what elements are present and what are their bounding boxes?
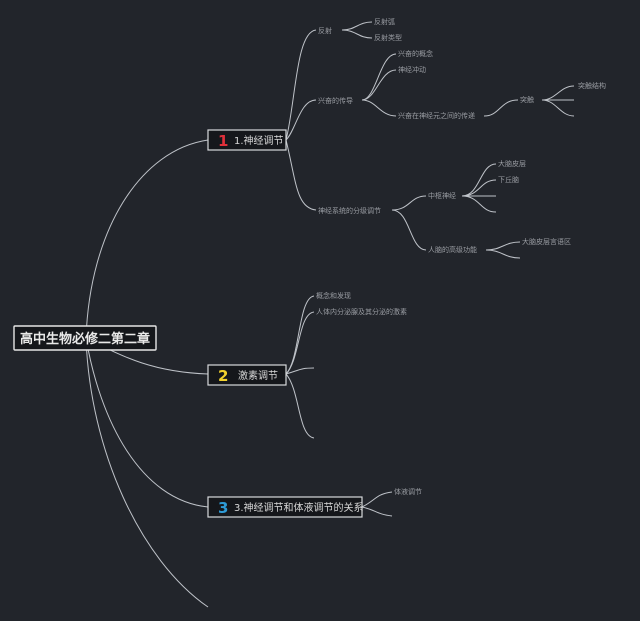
branch-label-1: 1.神经调节	[234, 134, 284, 147]
node-transmission-between-neurons[interactable]: 兴奋在神经元之间的传递	[398, 111, 475, 120]
node-excitation-concept[interactable]: 兴奋的概念	[398, 49, 433, 58]
root-label: 高中生物必修二第二章	[20, 331, 150, 347]
node-higher-brain-functions[interactable]: 人脑的高级功能	[428, 245, 477, 254]
root-node[interactable]: 高中生物必修二第二章	[13, 325, 157, 351]
node-nervous-system-hierarchy[interactable]: 神经系统的分级调节	[318, 206, 381, 215]
branch-label-3: 3.神经调节和体液调节的关系	[234, 501, 364, 514]
node-reflex-arc[interactable]: 反射弧	[374, 17, 395, 26]
node-cerebral-cortex[interactable]: 大脑皮层	[498, 159, 526, 168]
node-hypothalamus[interactable]: 下丘脑	[498, 175, 519, 184]
branch-number-1: 1	[218, 132, 228, 150]
branch-node-2[interactable]: 2 激素调节	[207, 364, 287, 386]
node-central-nervous[interactable]: 中枢神经	[428, 191, 456, 200]
node-endocrine-glands[interactable]: 人体内分泌腺及其分泌的激素	[316, 307, 407, 316]
node-humoral-regulation[interactable]: 体液调节	[394, 487, 422, 496]
branch-label-2: 激素调节	[238, 369, 278, 382]
node-speech-area[interactable]: 大脑皮层言语区	[522, 237, 571, 246]
node-reflex[interactable]: 反射	[318, 26, 332, 35]
branch-node-1[interactable]: 1 1.神经调节	[207, 129, 287, 151]
node-nerve-impulse[interactable]: 神经冲动	[398, 65, 426, 74]
node-reflex-types[interactable]: 反射类型	[374, 33, 402, 42]
connector-lines	[85, 21, 575, 608]
branch-number-2: 2	[218, 367, 228, 385]
branch-1-subtree: 反射 反射弧 反射类型 兴奋的传导 兴奋的概念 神经冲动 兴奋在神经元之间的传递…	[318, 17, 606, 254]
node-concept-discovery[interactable]: 概念和发现	[316, 291, 351, 300]
branch-2-subtree: 概念和发现 人体内分泌腺及其分泌的激素	[316, 291, 407, 316]
node-synapse[interactable]: 突触	[520, 95, 534, 104]
node-excitation-conduction[interactable]: 兴奋的传导	[318, 96, 353, 105]
branch-number-3: 3	[218, 499, 228, 517]
branch-3-subtree: 体液调节	[394, 487, 422, 496]
node-synapse-structure[interactable]: 突触结构	[578, 81, 606, 90]
branch-node-3[interactable]: 3 3.神经调节和体液调节的关系	[207, 496, 364, 518]
